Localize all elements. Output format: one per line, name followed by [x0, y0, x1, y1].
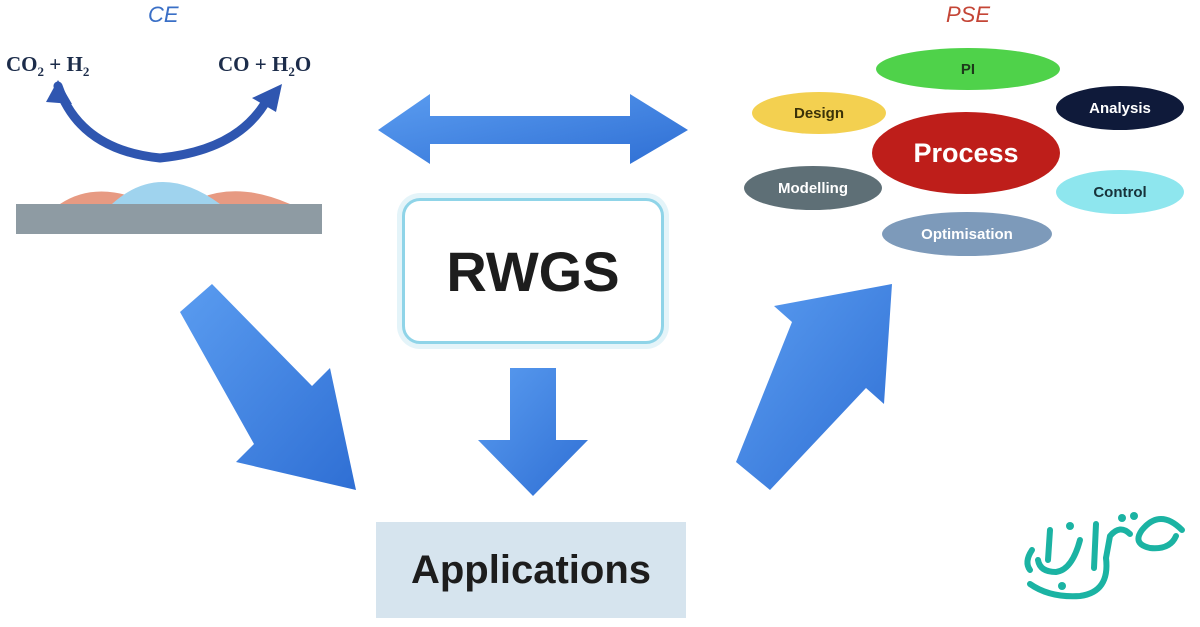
catalyst-surface-icon [16, 182, 322, 234]
watermark-logo [1024, 512, 1185, 600]
pse-oval-modelling: Modelling [744, 166, 882, 210]
pse-oval-optimisation: Optimisation [882, 212, 1052, 256]
applications-label: Applications [410, 547, 652, 592]
pse-oval-control: Control [1056, 170, 1184, 214]
pse-oval-analysis: Analysis [1056, 86, 1184, 130]
pse-oval-process: Process [872, 112, 1060, 194]
double-arrow [378, 94, 688, 164]
product-formula: CO + H2O [218, 52, 312, 80]
applications-to-pse-arrow [736, 284, 892, 490]
rwgs-label: RWGS [446, 239, 620, 303]
rwgs-box: RWGS [402, 198, 664, 344]
ce-title: CE [148, 2, 179, 27]
ce-to-applications-arrow [180, 284, 356, 490]
pse-title: PSE [946, 2, 991, 27]
reactant-formula: CO2 + H2 [6, 52, 90, 80]
pse-oval-design: Design [752, 92, 886, 134]
down-arrow [478, 368, 588, 496]
applications-box: Applications [376, 522, 686, 618]
reaction-curve-arrow [46, 80, 282, 163]
pse-oval-pi: PI [876, 48, 1060, 90]
